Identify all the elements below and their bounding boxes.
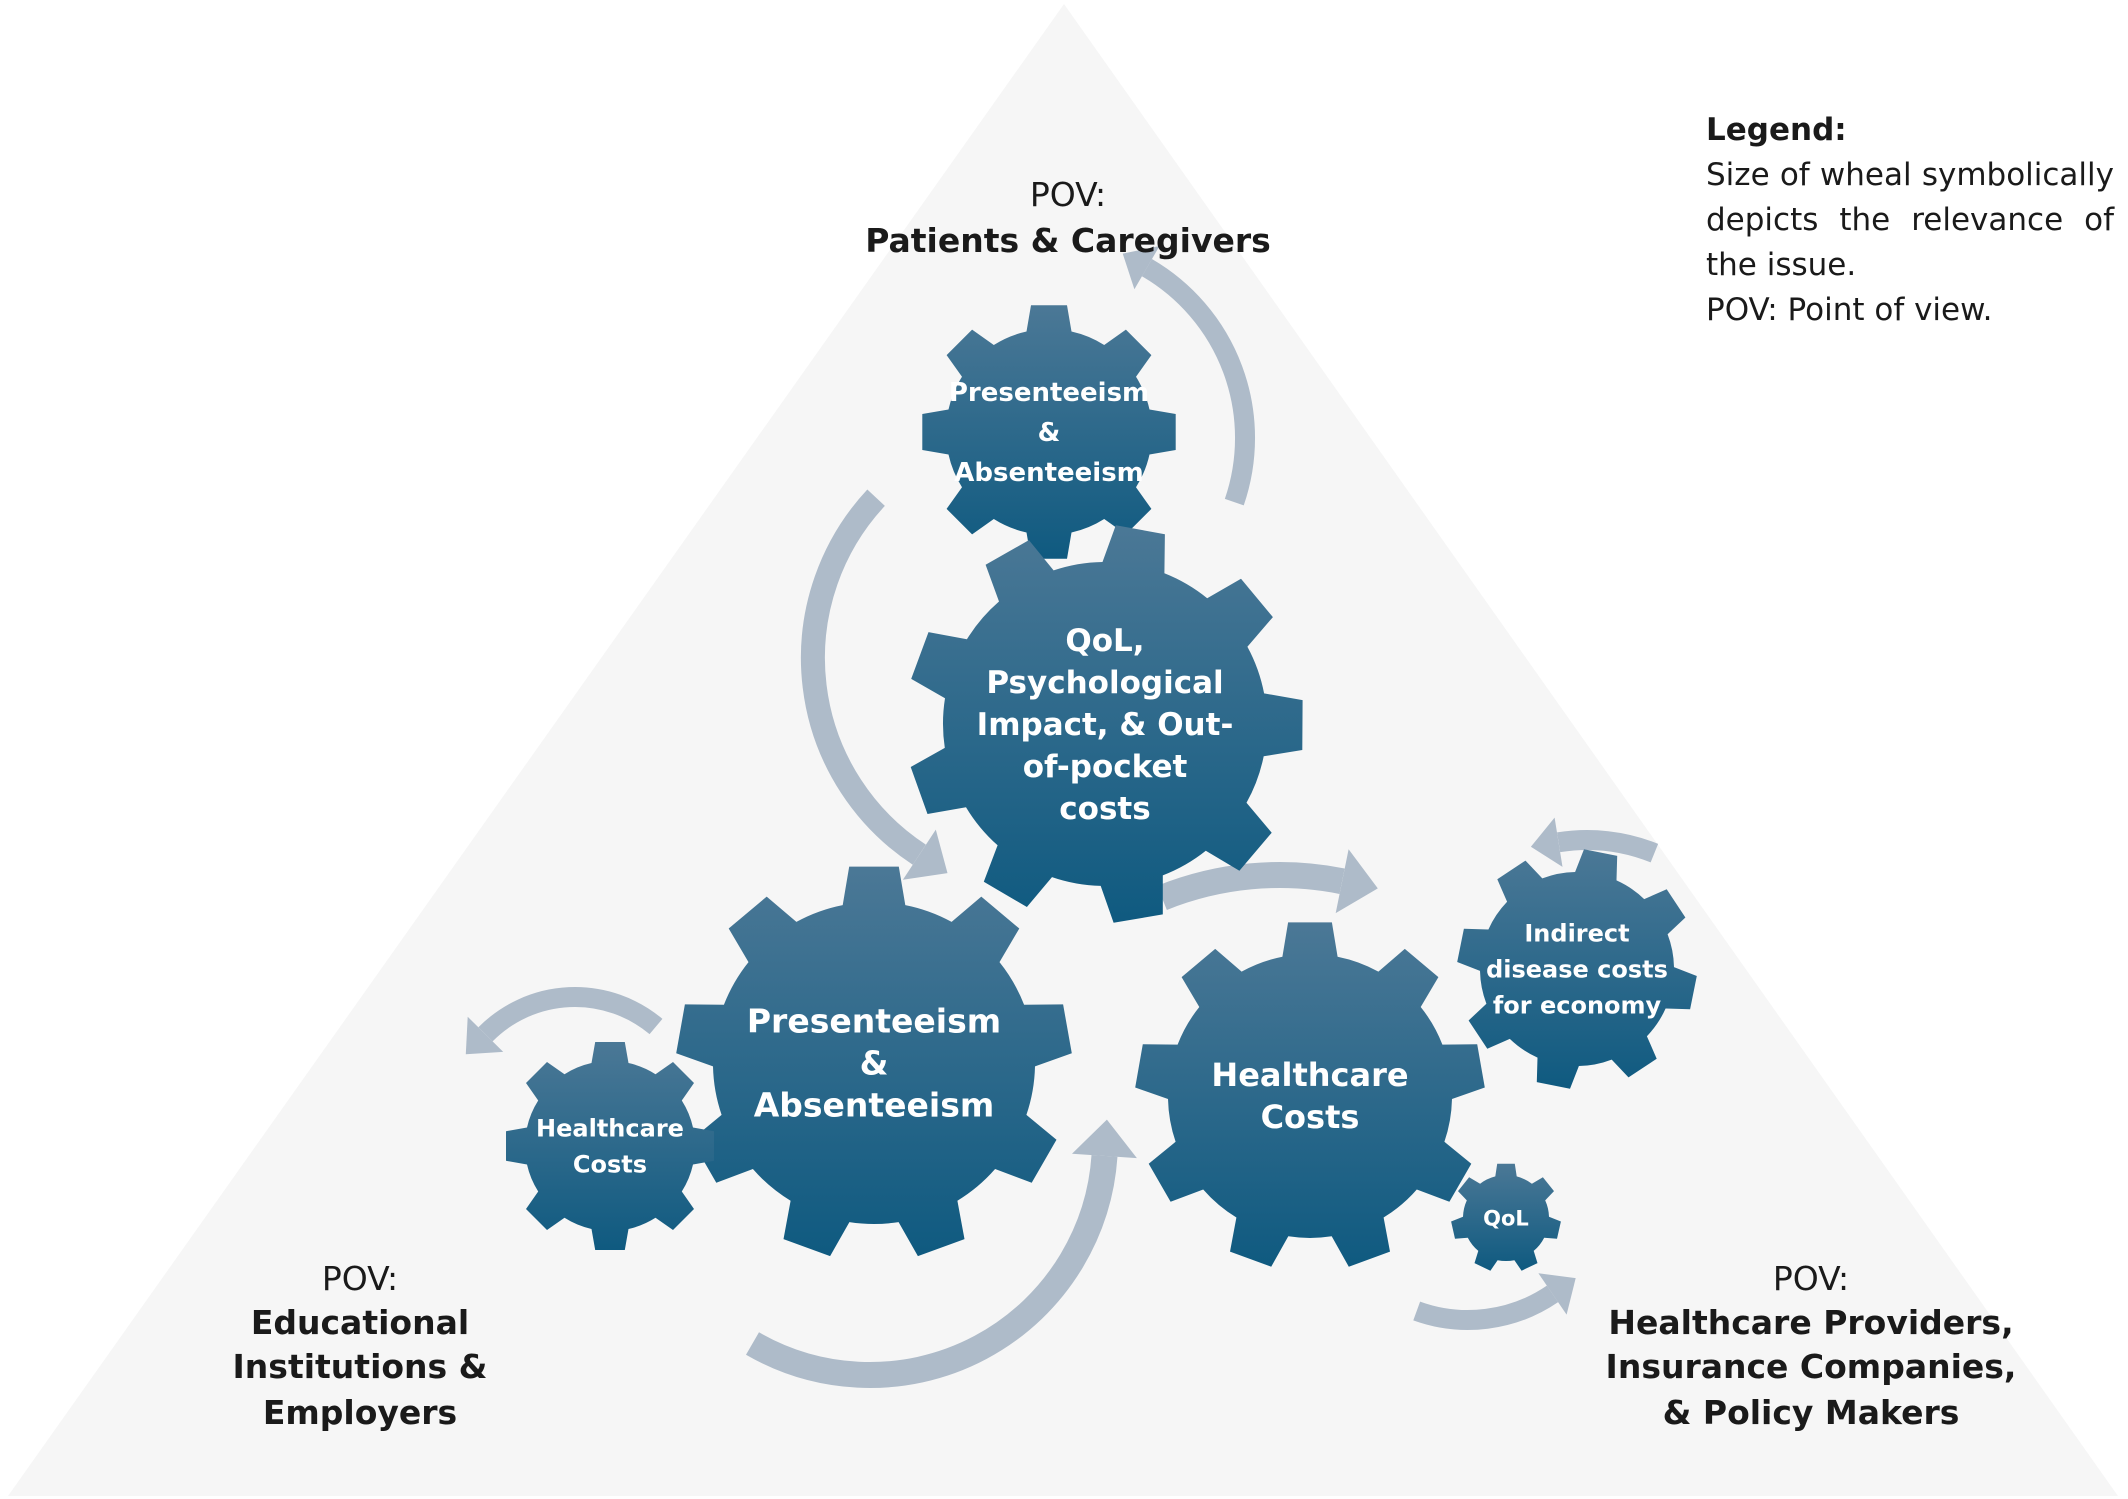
pov-top-title: Patients & Caregivers <box>865 221 1271 260</box>
pov-left-line-2: Institutions & <box>233 1347 488 1386</box>
pov-left: POV: Educational Institutions & Employer… <box>233 1259 488 1432</box>
gear-right-healthcare-costs-label-2: Costs <box>1261 1098 1360 1136</box>
pov-left-line-3: Employers <box>263 1393 457 1432</box>
legend-title: Legend: <box>1706 112 1847 148</box>
arrow-top-to-left-head <box>902 829 948 880</box>
arrow-right-small-body <box>1557 830 1659 863</box>
gear-left-presenteeism: Presenteeism&Absenteeism <box>676 866 1072 1257</box>
arrow-right-tiny-body <box>1413 1285 1559 1331</box>
pov-right-line-2: Insurance Companies, <box>1606 1347 2017 1386</box>
gear-left-presenteeism-label-3: Absenteeism <box>754 1086 995 1125</box>
pov-left-line-1: Educational <box>251 1303 469 1342</box>
gear-center-qol-label-2: Psychological <box>986 665 1223 701</box>
arrow-left-small-body <box>478 987 663 1042</box>
gear-top-presenteeism-label-1: Presenteeism <box>949 378 1149 408</box>
arrow-bottom-sweep-head <box>1072 1119 1137 1159</box>
arrow-left-small <box>465 987 663 1055</box>
pov-right-prefix: POV: <box>1773 1259 1849 1298</box>
pov-right: POV: Healthcare Providers, Insurance Com… <box>1606 1259 2017 1432</box>
arrow-right-small-head <box>1530 817 1563 867</box>
gear-left-presenteeism-label-2: & <box>860 1044 889 1083</box>
gear-right-qol-label-1: QoL <box>1483 1206 1529 1230</box>
gear-right-healthcare-costs-shape <box>1135 922 1485 1267</box>
pov-left-prefix: POV: <box>322 1259 398 1298</box>
gear-right-indirect-costs-shape <box>1457 849 1697 1089</box>
gear-left-healthcare-costs-label-2: Costs <box>573 1150 647 1178</box>
pov-right-line-1: Healthcare Providers, <box>1608 1303 2013 1342</box>
arrow-right-sweep <box>1157 849 1378 914</box>
arrow-right-tiny-head <box>1538 1273 1576 1315</box>
arrow-right-sweep-head <box>1335 849 1378 914</box>
gear-top-presenteeism-label-3: Absenteeism <box>954 458 1144 488</box>
gear-right-indirect-costs-label-1: Indirect <box>1524 919 1629 947</box>
gear-center-qol-label-1: QoL, <box>1065 623 1144 659</box>
arrow-top-to-left <box>800 489 948 880</box>
arrow-bottom-sweep <box>746 1119 1137 1388</box>
gear-center-qol-label-3: Impact, & Out- <box>977 707 1234 743</box>
arrow-top-to-left-body <box>800 489 926 865</box>
legend-description: Size of wheal symbolically depicts the r… <box>1706 157 2114 283</box>
gear-left-presenteeism-label-1: Presenteeism <box>747 1002 1001 1041</box>
gear-right-healthcare-costs-label-1: Healthcare <box>1211 1056 1408 1094</box>
gear-right-indirect-costs-label-3: for economy <box>1493 991 1662 1019</box>
pov-top: POV: Patients & Caregivers <box>865 175 1271 260</box>
arrow-top-small-body <box>1141 258 1256 506</box>
pov-top-prefix: POV: <box>1030 175 1106 214</box>
gear-left-healthcare-costs-label-1: Healthcare <box>536 1114 684 1142</box>
arrow-right-small <box>1530 817 1659 867</box>
gear-layer: Presenteeism&AbsenteeismQoL,Psychologica… <box>506 305 1697 1271</box>
legend: Legend: Size of wheal symbolically depic… <box>1706 108 2114 333</box>
gear-left-healthcare-costs-shape <box>506 1042 714 1250</box>
gear-right-qol-shape <box>1451 1163 1561 1271</box>
arrow-left-small-head <box>465 1016 504 1055</box>
arrow-right-tiny <box>1413 1273 1576 1331</box>
gear-center-qol-shape <box>910 525 1303 923</box>
arrow-right-sweep-body <box>1157 862 1345 910</box>
gear-top-presenteeism-shape <box>922 305 1176 559</box>
gear-right-indirect-costs-label-2: disease costs <box>1486 955 1668 983</box>
arrow-layer <box>465 246 1659 1388</box>
pov-right-line-3: & Policy Makers <box>1663 1393 1960 1432</box>
arrow-top-small <box>1122 246 1256 506</box>
legend-abbreviation: POV: Point of view. <box>1706 292 1993 328</box>
gear-top-presenteeism: Presenteeism & Absenteeism <box>922 305 1176 559</box>
gear-right-indirect-costs: Indirect disease costs for economy <box>1457 849 1697 1089</box>
gear-right-qol: QoL <box>1451 1163 1561 1271</box>
arrow-top-small-head <box>1122 246 1160 290</box>
gear-center-qol-label-5: costs <box>1059 791 1150 827</box>
gear-center-qol-label-4: of-pocket <box>1023 749 1188 785</box>
gear-left-presenteeism-shape <box>676 866 1072 1257</box>
gear-top-presenteeism-label-2: & <box>1038 418 1061 448</box>
arrow-bottom-sweep-body <box>746 1155 1118 1388</box>
